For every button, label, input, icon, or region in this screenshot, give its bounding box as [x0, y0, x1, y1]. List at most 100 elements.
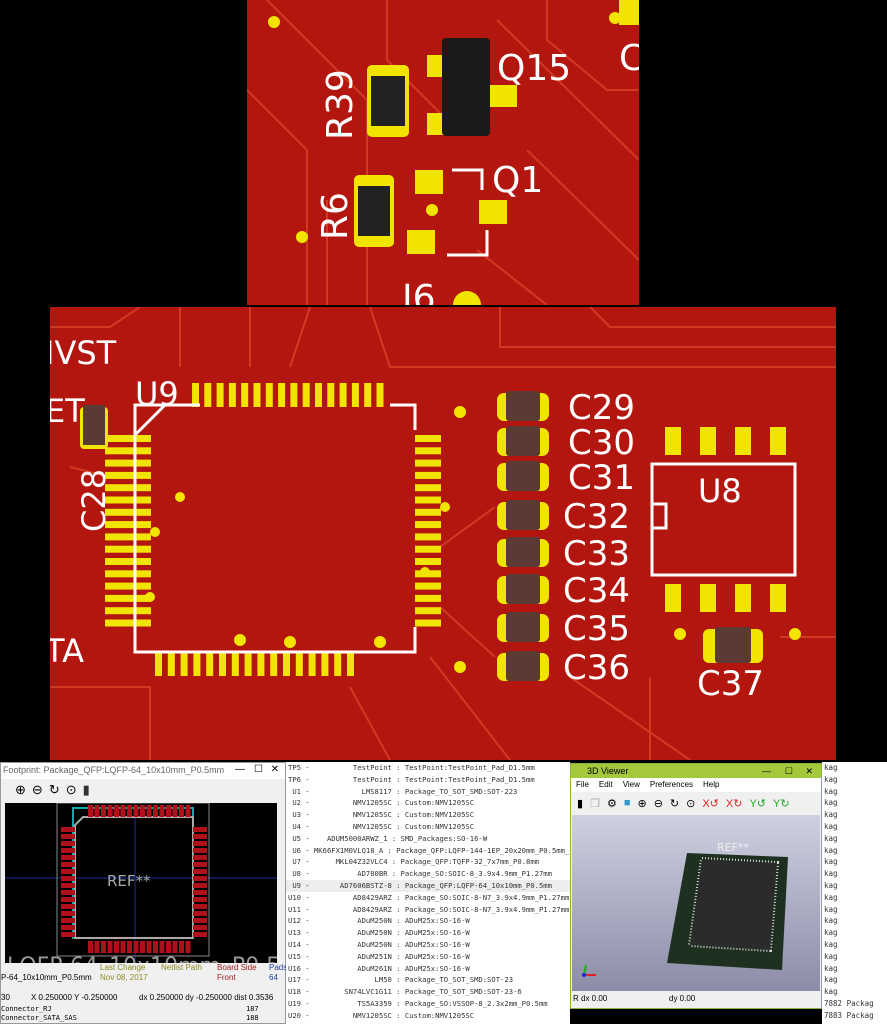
- library-item[interactable]: Connector_RJ: [1, 1005, 52, 1013]
- list-item[interactable]: kag: [824, 833, 838, 843]
- zoom-in-icon[interactable]: ⊕: [637, 797, 647, 810]
- u9-pad: [105, 594, 151, 602]
- close-button[interactable]: ✕: [270, 764, 279, 775]
- menu-file[interactable]: File: [576, 780, 589, 789]
- list-item[interactable]: kag: [824, 880, 838, 890]
- footprint-viewer-window: Footprint: Package_QFP:LQFP-64_10x10mm_P…: [0, 762, 323, 1024]
- list-item[interactable]: kag: [824, 916, 838, 926]
- list-item[interactable]: kag: [824, 798, 838, 808]
- list-item[interactable]: U16 - ADuM261N : ADuM25x:SO-16-W: [288, 963, 470, 973]
- menu-help[interactable]: Help: [703, 780, 720, 789]
- list-item[interactable]: U3 - NMV1205SC : Custom:NMV1205SC: [288, 810, 475, 820]
- list-item[interactable]: kag: [824, 869, 838, 879]
- minimize-button[interactable]: —: [762, 766, 771, 776]
- u9-label: U9: [135, 375, 179, 413]
- list-item[interactable]: U11 - AD8429ARZ : Package_SO:SOIC-8-N7_3…: [288, 904, 570, 914]
- rotate-y-ccw-icon[interactable]: Y↻: [773, 797, 790, 810]
- menu-edit[interactable]: Edit: [598, 780, 613, 789]
- zoom-out-icon[interactable]: ⊖: [653, 797, 663, 810]
- footprint-pad: [179, 941, 184, 953]
- capacitor-c30: [497, 426, 549, 456]
- footprint-pad: [133, 805, 139, 817]
- list-item[interactable]: 7882 Packag: [824, 998, 874, 1008]
- 3d-canvas[interactable]: REF**: [572, 815, 820, 991]
- list-item[interactable]: kag: [824, 975, 838, 985]
- list-item[interactable]: U18 - SN74LVC1G11 : Package_TO_SOT_SMD:S…: [288, 987, 522, 997]
- footprint-pad: [159, 941, 165, 953]
- list-item[interactable]: kag: [824, 763, 838, 772]
- list-item[interactable]: kag: [824, 845, 838, 855]
- list-item[interactable]: U4 - NMV1205SC : Custom:NMV1205SC: [288, 821, 475, 831]
- list-item[interactable]: kag: [824, 963, 838, 973]
- footprint-pad: [61, 904, 75, 909]
- list-item[interactable]: kag: [824, 857, 838, 867]
- library-item[interactable]: Connector_SATA_SAS: [1, 1014, 77, 1022]
- list-item[interactable]: kag: [824, 810, 838, 820]
- zoom-fit-icon[interactable]: ⊙: [65, 782, 77, 797]
- list-item[interactable]: 7883 Packag: [824, 1010, 874, 1020]
- list-item[interactable]: U14 - ADuM250N : ADuM25x:SO-16-W: [288, 939, 470, 949]
- list-item[interactable]: U20 - NMV1205SC : Custom:NMV1205SC: [288, 1010, 475, 1020]
- zoom-fit-icon[interactable]: ⊙: [686, 797, 696, 810]
- last-change-label: Last Change: [100, 963, 146, 972]
- maximize-button[interactable]: ☐: [784, 766, 793, 776]
- list-item[interactable]: U2 - NMV1205SC : Custom:NMV1205SC: [288, 798, 475, 808]
- menu-preferences[interactable]: Preferences: [649, 780, 694, 789]
- footprint-pad: [88, 805, 93, 817]
- list-item[interactable]: U9 - AD7606BSTZ-8 : Package_QFP:LQFP-64_…: [286, 879, 570, 892]
- rotate-x-cw-icon[interactable]: X↺: [702, 797, 719, 810]
- list-item[interactable]: U15 - ADuM251N : ADuM25x:SO-16-W: [288, 951, 470, 961]
- rotate-y-cw-icon[interactable]: Y↺: [749, 797, 767, 810]
- list-item[interactable]: U10 - AD8429ARZ : Package_SO:SOIC-8-N7_3…: [288, 892, 570, 902]
- u9-pad: [204, 383, 212, 407]
- reload-board-icon[interactable]: ▮: [577, 797, 584, 810]
- redraw-icon[interactable]: ↻: [48, 782, 60, 797]
- list-item[interactable]: kag: [824, 939, 838, 949]
- list-item[interactable]: U5 - ADUM5000ARWZ_1 : SMD_Packages:SO-16…: [288, 833, 488, 843]
- list-item[interactable]: kag: [824, 892, 838, 902]
- footprint-pad: [114, 941, 119, 953]
- list-item[interactable]: U6 - MK66FX1M0VLQ18_A : Package_QFP:LQFP…: [288, 845, 570, 855]
- list-item[interactable]: kag: [824, 928, 838, 938]
- list-item[interactable]: kag: [824, 904, 838, 914]
- list-item[interactable]: kag: [824, 786, 838, 796]
- list-item[interactable]: TP5 - TestPoint : TestPoint:TestPoint_Pa…: [288, 763, 535, 772]
- minimize-button[interactable]: —: [235, 764, 245, 775]
- list-item[interactable]: U19 - TS5A3359 : Package_SO:VSSOP-8_2.3x…: [288, 998, 548, 1008]
- u9-pad: [231, 652, 239, 676]
- r39-resistor: [367, 65, 409, 137]
- component-footprint-list[interactable]: TP5 - TestPoint : TestPoint:TestPoint_Pa…: [286, 762, 570, 1024]
- footprint-pad: [61, 932, 75, 937]
- list-item[interactable]: U1 - LMS8117 : Package_TO_SOT_SMD:SOT-22…: [288, 786, 518, 796]
- 3d-viewer-icon[interactable]: ▮: [82, 782, 90, 797]
- list-item[interactable]: U13 - ADuM250N : ADuM25x:SO-16-W: [288, 928, 470, 938]
- settings-icon[interactable]: ⚙: [606, 797, 617, 810]
- zoom-in-icon[interactable]: ⊕: [15, 782, 26, 797]
- render-mode-icon[interactable]: ■: [623, 797, 631, 809]
- footprint-pad: [193, 841, 207, 846]
- footprint-canvas[interactable]: REF** LQFP-64_10x10mm_P0.5mm: [5, 802, 323, 979]
- close-button[interactable]: ✕: [805, 766, 813, 776]
- list-item[interactable]: U17 - LM50 : Package_TO_SOT_SMD:SOT-23: [288, 975, 514, 985]
- list-item[interactable]: kag: [824, 951, 838, 961]
- footprint-pad: [185, 805, 191, 817]
- footprint-pad: [185, 941, 191, 953]
- list-item[interactable]: kag: [824, 987, 838, 997]
- list-item[interactable]: kag: [824, 774, 838, 784]
- c37-capacitor: [703, 627, 763, 663]
- list-item[interactable]: U12 - ADuM250N : ADuM25x:SO-16-W: [288, 916, 470, 926]
- copy-image-icon[interactable]: ❐: [590, 797, 600, 810]
- redraw-icon[interactable]: ↻: [669, 797, 680, 810]
- last-change-value: Nov 08, 2017: [100, 973, 148, 982]
- zoom-out-icon[interactable]: ⊖: [31, 782, 43, 797]
- list-item[interactable]: U8 - AD780BR : Package_SO:SOIC-8_3.9x4.9…: [288, 869, 552, 879]
- list-item[interactable]: kag: [824, 821, 838, 831]
- list-item[interactable]: U7 - MKL04Z32VLC4 : Package_QFP:TQFP-32_…: [288, 857, 539, 867]
- u9-pad: [415, 594, 441, 602]
- rotate-x-ccw-icon[interactable]: X↻: [725, 797, 743, 810]
- footprint-pad: [101, 941, 106, 953]
- list-item[interactable]: TP6 - TestPoint : TestPoint:TestPoint_Pa…: [288, 774, 535, 784]
- menu-view[interactable]: View: [622, 780, 640, 789]
- maximize-button[interactable]: ☐: [254, 764, 263, 775]
